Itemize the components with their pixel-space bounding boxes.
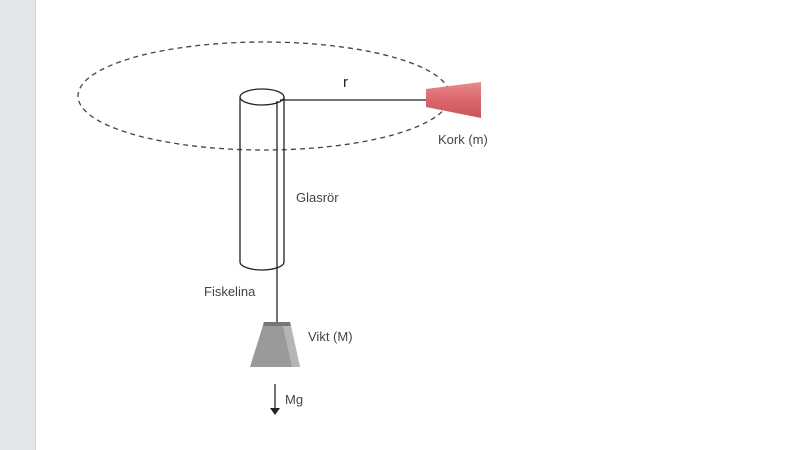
force-label: Mg [285, 392, 303, 407]
weight [250, 322, 300, 367]
force-arrow-icon [270, 384, 280, 415]
cork [426, 82, 481, 118]
cork-label: Kork (m) [438, 132, 488, 147]
left-sidebar [0, 0, 36, 450]
tube-label: Glasrör [296, 190, 339, 205]
glass-tube [239, 88, 285, 271]
weight-label: Vikt (M) [308, 329, 353, 344]
line-label: Fiskelina [204, 284, 256, 299]
radius-label: r [343, 74, 348, 91]
